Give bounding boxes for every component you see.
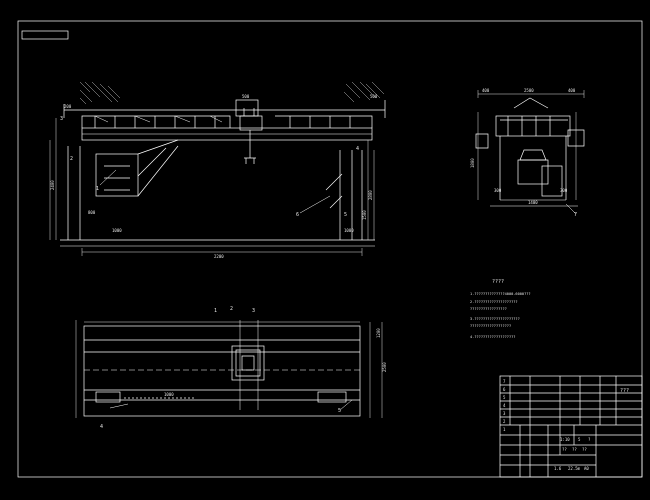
side-callout-7: 7 bbox=[574, 212, 577, 218]
side-dim-bottom-mid: 1400 bbox=[528, 200, 538, 205]
side-view bbox=[475, 90, 585, 215]
parts-row-1: 1 bbox=[503, 427, 506, 432]
title-bottom-c: A0 bbox=[584, 466, 589, 471]
title-block bbox=[499, 375, 643, 478]
front-callout-4: 4 bbox=[356, 146, 359, 152]
front-callout-3: 3 bbox=[60, 116, 63, 122]
front-dim-left-top: 200 bbox=[64, 104, 72, 109]
notes-line-5: ??????????????????? bbox=[470, 324, 511, 328]
plan-dim-height: 2500 bbox=[382, 362, 387, 372]
front-dim-bottom-left: 800 bbox=[88, 210, 96, 215]
plan-dim-mid: 1000 bbox=[164, 392, 174, 397]
title-bottom-b: 22.5m bbox=[568, 466, 581, 471]
plan-callout-4: 4 bbox=[100, 424, 103, 430]
sheet-border bbox=[17, 20, 643, 478]
front-dim-right-top: 500 bbox=[370, 94, 378, 99]
side-dim-height: 1800 bbox=[470, 158, 475, 168]
front-view bbox=[49, 81, 386, 256]
parts-row-5: 5 bbox=[503, 395, 506, 400]
title-scale-b: ?? bbox=[572, 447, 577, 452]
plan-callout-2: 2 bbox=[230, 306, 233, 312]
front-callout-6: 6 bbox=[296, 212, 299, 218]
parts-row-2: 2 bbox=[503, 419, 506, 424]
title-main-sheet: ? bbox=[588, 437, 591, 442]
parts-row-6: 6 bbox=[503, 387, 506, 392]
title-bottom-a: 1.6 bbox=[554, 466, 562, 471]
plan-view bbox=[75, 320, 383, 418]
right-wall-hatch bbox=[343, 81, 385, 103]
front-dim-span: 2200 bbox=[214, 254, 224, 259]
front-dim-bottom-right: 1000 bbox=[344, 228, 354, 233]
front-callout-5: 5 bbox=[344, 212, 347, 218]
front-callout-2: 2 bbox=[70, 156, 73, 162]
front-dim-left-inner: 1000 bbox=[112, 228, 122, 233]
front-dim-left-height: 2400 bbox=[50, 180, 55, 190]
parts-row-4: 4 bbox=[503, 403, 506, 408]
title-project-name: ??? bbox=[620, 388, 629, 394]
title-main-count: 5 bbox=[578, 437, 581, 442]
notes-line-6: 4.??????????????????? bbox=[470, 335, 515, 339]
side-dim-top-left: 400 bbox=[482, 88, 490, 93]
front-callout-1: 1 bbox=[96, 186, 99, 192]
notes-line-4: 3.????????????????????? bbox=[470, 317, 520, 321]
plan-callout-3: 3 bbox=[252, 308, 255, 314]
front-dim-right-height-b: 1500 bbox=[362, 210, 367, 220]
side-dim-top-right: 400 bbox=[568, 88, 576, 93]
title-main-scale: 1:10 bbox=[560, 437, 570, 442]
plan-callout-1: 1 bbox=[214, 308, 217, 314]
notes-line-1: 1.??????????????4000-6000??? bbox=[470, 292, 531, 296]
side-dim-bottom-right: 300 bbox=[560, 188, 568, 193]
front-dim-right-height-a: 2800 bbox=[368, 190, 373, 200]
parts-row-3: 3 bbox=[503, 411, 506, 416]
notes-line-2: 2.???????????????????? bbox=[470, 300, 518, 304]
left-wall-hatch bbox=[79, 81, 121, 105]
side-dim-bottom-left: 300 bbox=[494, 188, 502, 193]
title-scale-c: ?? bbox=[582, 447, 587, 452]
plan-dim-width: 1200 bbox=[376, 328, 381, 338]
plan-callout-5: 5 bbox=[338, 408, 341, 414]
front-dim-trolley-top: 500 bbox=[242, 94, 250, 99]
side-dim-top-mid: 2500 bbox=[524, 88, 534, 93]
parts-row-7: 7 bbox=[503, 379, 506, 384]
notes-title: ???? bbox=[492, 279, 504, 285]
notes-line-3: ????????????????? bbox=[470, 307, 507, 311]
title-scale-a: ?? bbox=[562, 447, 567, 452]
